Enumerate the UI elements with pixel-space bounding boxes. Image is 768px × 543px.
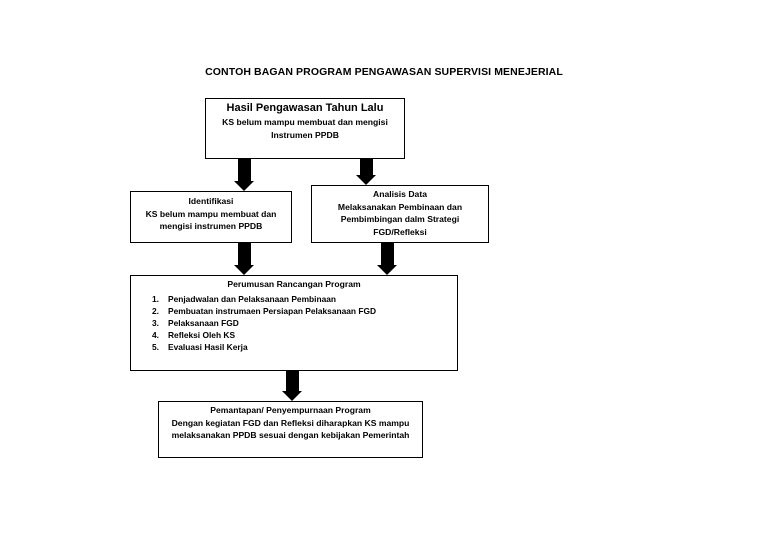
pemantapan-heading: Pemantapan/ Penyempurnaan Program <box>210 405 371 415</box>
page-title: CONTOH BAGAN PROGRAM PENGAWASAN SUPERVIS… <box>205 66 563 78</box>
hasil-heading: Hasil Pengawasan Tahun Lalu <box>226 102 384 114</box>
identifikasi-line-1: KS belum mampu membuat dan <box>145 208 277 219</box>
identifikasi-line-2: mengisi instrumen PPDB <box>159 221 263 231</box>
perumusan-step: 4.Refleksi Oleh KS <box>152 330 236 341</box>
box-pemantapan-program: Pemantapan/ Penyempurnaan Program Dengan… <box>158 401 423 458</box>
analisis-line-3: FGD/Refleksi <box>373 226 427 237</box>
perumusan-step: 3.Pelaksanaan FGD <box>152 317 239 328</box>
analisis-line-1: Melaksanakan Pembinaan dan <box>337 201 463 212</box>
pemantapan-line-2: melaksanakan PPDB sesuai dengan kebijaka… <box>171 430 410 440</box>
analisis-heading: Analisis Data <box>373 189 427 199</box>
arrow-hasil-to-analisis <box>356 159 377 185</box>
arrow-analisis-to-perumusan <box>377 243 398 275</box>
perumusan-heading: Perumusan Rancangan Program <box>227 279 361 289</box>
identifikasi-heading: Identifikasi <box>188 196 234 206</box>
box-analisis-data: Analisis Data Melaksanakan Pembinaan dan… <box>311 185 489 243</box>
box-identifikasi: Identifikasi KS belum mampu membuat dan … <box>130 191 292 243</box>
perumusan-steps-list: 1.Penjadwalan dan Pelaksanaan Pembinaan … <box>131 293 457 354</box>
analisis-line-2: Pembimbingan dalm Strategi <box>340 214 460 224</box>
hasil-line-1: KS belum mampu membuat dan mengisi <box>222 117 388 127</box>
hasil-line-2: Instrumen PPDB <box>271 129 339 140</box>
arrow-perumusan-to-pemantapan <box>282 371 303 401</box>
arrow-hasil-to-identifikasi <box>234 159 255 191</box>
arrow-identifikasi-to-perumusan <box>234 243 255 275</box>
pemantapan-line-1: Dengan kegiatan FGD dan Refleksi diharap… <box>171 417 410 428</box>
perumusan-step: 2.Pembuatan instrumaen Persiapan Pelaksa… <box>152 305 377 316</box>
box-perumusan-rancangan: Perumusan Rancangan Program 1.Penjadwala… <box>130 275 458 371</box>
box-hasil-pengawasan: Hasil Pengawasan Tahun Lalu KS belum mam… <box>205 98 405 159</box>
perumusan-step: 5.Evaluasi Hasil Kerja <box>152 342 248 353</box>
perumusan-step: 1.Penjadwalan dan Pelaksanaan Pembinaan <box>152 293 337 304</box>
